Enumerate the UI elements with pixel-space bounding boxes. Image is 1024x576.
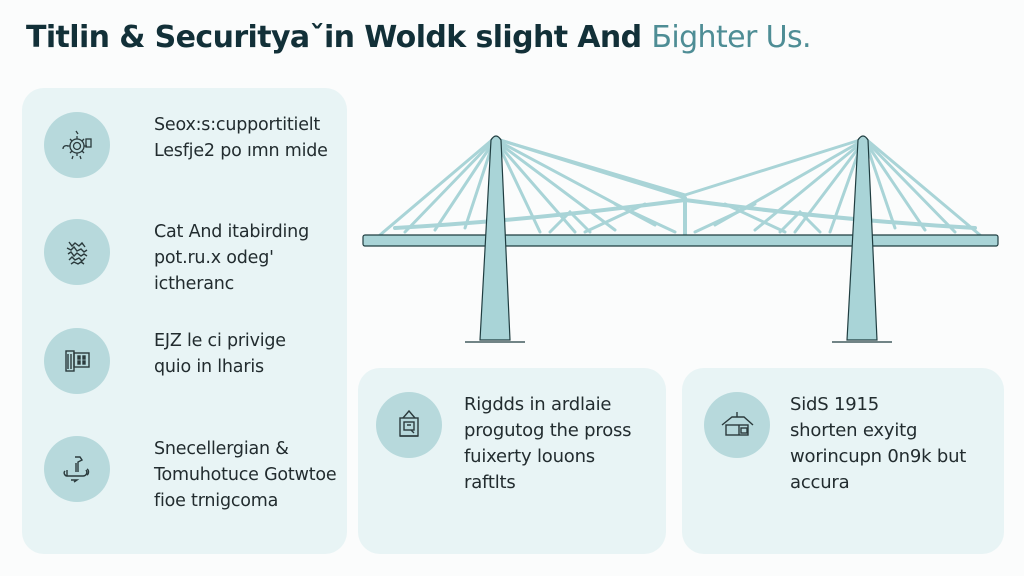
feature-line: Snecellergian & — [154, 439, 289, 459]
feature-line: Seox:s:cupportitielt — [154, 115, 321, 135]
feature-line: Tomuhotuce Gotwtoe — [154, 465, 337, 485]
feature-line: pot.ru.x odeg' — [154, 248, 274, 268]
info-text: SidS 1915 shorten exyitg worincupn 0n9k … — [790, 392, 966, 496]
network-cluster-icon — [44, 219, 110, 285]
house-icon — [704, 392, 770, 458]
feature-line: Lesfje2 po ımn mide — [154, 141, 328, 161]
feature-text: Cat And itabirding pot.ru.x odeg' icther… — [154, 219, 309, 297]
title-main: Titlin & Securityaˇin Woldk slight And — [26, 20, 652, 55]
bag-lock-icon — [376, 392, 442, 458]
feature-line: quio in lharis — [154, 357, 264, 377]
feature-item: Snecellergian & Tomuhotuce Gotwtoe fioe … — [44, 436, 337, 514]
feature-item: Cat And itabirding pot.ru.x odeg' icther… — [44, 219, 309, 297]
info-line: shorten exyitg — [790, 420, 918, 441]
building-icon — [44, 328, 110, 394]
features-panel: Seox:s:cupportitielt Lesfje2 po ımn mide… — [22, 88, 347, 554]
feature-item: Seox:s:cupportitielt Lesfje2 po ımn mide — [44, 112, 328, 178]
gear-cloud-icon — [44, 112, 110, 178]
bridge-tower-right — [846, 135, 878, 341]
bridge-cables — [378, 138, 982, 237]
page-title: Titlin & Securityaˇin Woldk slight And Б… — [26, 20, 812, 55]
info-item: Rigdds in ardlaie progutog the pross fui… — [376, 392, 632, 496]
bridge-illustration — [362, 135, 999, 343]
info-line: fuixerty louons — [464, 446, 595, 467]
feature-line: ЕJZ le ci privige — [154, 331, 286, 351]
info-item: SidS 1915 shorten exyitg worincupn 0n9k … — [704, 392, 966, 496]
feature-line: Cat And itabirding — [154, 222, 309, 242]
title-accent: Бighter Us. — [651, 20, 811, 55]
info-text: Rigdds in ardlaie progutog the pross fui… — [464, 392, 632, 496]
info-line: accura — [790, 472, 850, 493]
feature-text: ЕJZ le ci privige quio in lharis — [154, 328, 286, 380]
info-line: Rigdds in ardlaie — [464, 394, 612, 415]
feature-text: Seox:s:cupportitielt Lesfje2 po ımn mide — [154, 112, 328, 164]
info-line: raftlts — [464, 472, 516, 493]
info-line: progutog the pross — [464, 420, 632, 441]
info-card: SidS 1915 shorten exyitg worincupn 0n9k … — [682, 368, 1004, 554]
feature-line: ictheranc — [154, 274, 235, 294]
bridge-deck — [362, 234, 999, 247]
handshake-icon — [44, 436, 110, 502]
feature-text: Snecellergian & Tomuhotuce Gotwtoe fioe … — [154, 436, 337, 514]
feature-item: ЕJZ le ci privige quio in lharis — [44, 328, 286, 394]
info-line: worincupn 0n9k but — [790, 446, 967, 467]
bridge-tower-left — [479, 135, 511, 341]
info-line: SidS 1915 — [790, 394, 880, 415]
feature-line: fioe trnigcoma — [154, 491, 279, 511]
info-card: Rigdds in ardlaie progutog the pross fui… — [358, 368, 666, 554]
